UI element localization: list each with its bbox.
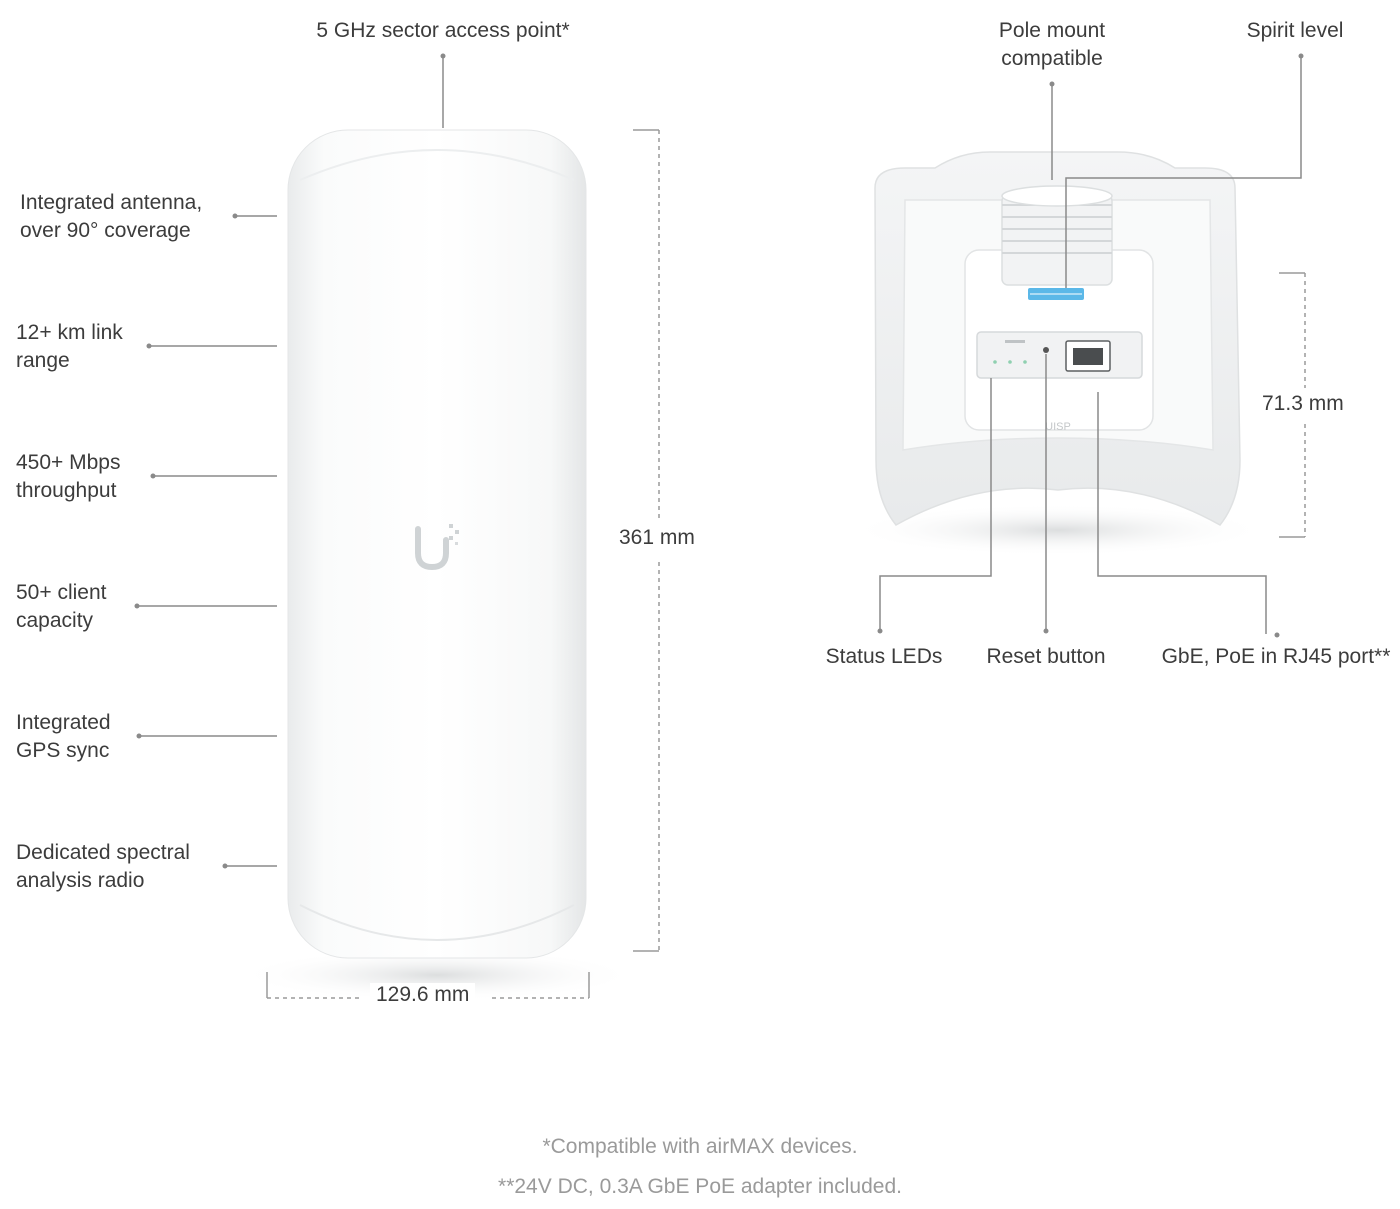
width-dimension [266,972,590,999]
feature-leaders [134,213,277,869]
mount-height-dimension [1279,272,1306,538]
mount-back-view: UISP [848,151,1268,556]
back-view-leaders [879,56,1302,634]
feature-line: range [16,349,70,372]
height-dimension [633,129,660,952]
mount-height-label: 71.3 mm [1256,392,1350,416]
feature-throughput: 450+ Mbps throughput [16,449,121,505]
feature-line: capacity [16,609,94,632]
footnote-poe: **24V DC, 0.3A GbE PoE adapter included. [498,1175,902,1198]
device-shadow [237,949,637,1001]
ubiquiti-u-logo-icon [415,524,459,571]
reset-button-icon [1043,347,1049,353]
feature-client-capacity: 50+ client capacity [16,579,106,635]
feature-line: GPS sync [16,739,110,762]
height-dimension-label: 361 mm [613,526,701,550]
width-dimension-label: 129.6 mm [370,983,476,1007]
feature-line: over 90° coverage [20,219,191,242]
feature-gps-sync: Integrated GPS sync [16,709,111,765]
feature-spectral-radio: Dedicated spectral analysis radio [16,839,190,895]
port-label: UISP [1045,421,1071,433]
pole-mount-line: compatible [1001,47,1103,70]
feature-line: analysis radio [16,869,145,892]
feature-line: Dedicated spectral [16,841,190,864]
pole-mount-line: Pole mount [998,19,1106,42]
feature-line: 12+ km link [16,321,123,344]
feature-line: 50+ client [16,581,107,604]
feature-line: throughput [16,479,117,502]
reset-button-label: Reset button [986,645,1106,668]
pole-mount-label: Pole mount compatible [999,17,1105,73]
top-callout-label: 5 GHz sector access point* [316,19,570,42]
status-led-icons [993,360,1027,364]
feature-line: Integrated [16,711,111,734]
feature-line: Integrated antenna, [20,191,203,214]
sector-ap-body [287,129,587,959]
status-leds-label: Status LEDs [825,645,943,668]
feature-link-range: 12+ km link range [16,319,123,375]
feature-antenna: Integrated antenna, over 90° coverage [20,189,202,245]
leader-top-callout [440,53,446,128]
footnote-airmax: *Compatible with airMAX devices. [542,1135,858,1158]
feature-line: 450+ Mbps [16,451,121,474]
rj45-port-label: GbE, PoE in RJ45 port** [1161,645,1391,668]
back-view-leader-dots [877,53,1304,638]
spirit-level-label: Spirit level [1246,19,1344,42]
